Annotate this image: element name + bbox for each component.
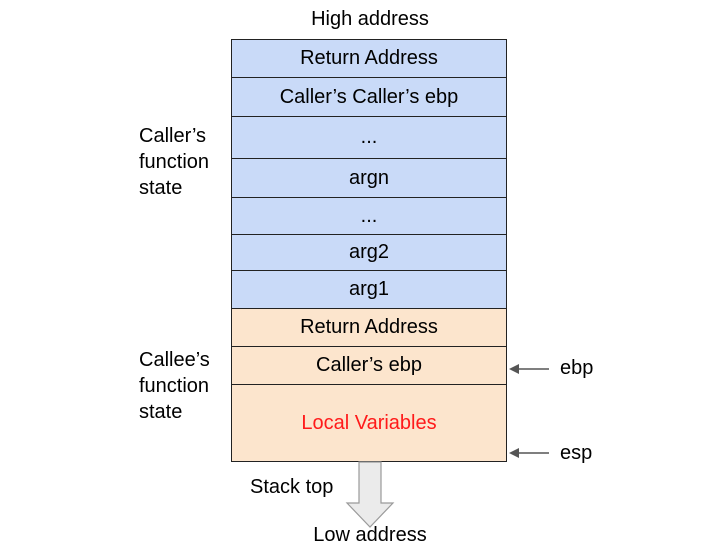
- stack-growth-arrow: [345, 461, 395, 528]
- stack-top-label: Stack top: [250, 476, 334, 498]
- callee-cell-local-variables: Local Variables: [232, 385, 506, 461]
- callee-label-line: Callee’s: [139, 349, 210, 371]
- stack-diagram: Return Address Caller’s Caller’s ebp ...…: [231, 39, 507, 462]
- caller-function-state-label: Caller’s function state: [139, 123, 209, 201]
- low-address-label: Low address: [313, 524, 427, 546]
- caller-cell-arg1: arg1: [232, 271, 506, 309]
- caller-label-line: state: [139, 177, 183, 199]
- esp-pointer-label: esp: [560, 442, 593, 464]
- caller-cell-arg2: arg2: [232, 235, 506, 271]
- callee-cell-callers-ebp: Caller’s ebp: [232, 347, 506, 385]
- callee-cell-return-address: Return Address: [232, 309, 506, 347]
- callee-function-state-label: Callee’s function state: [139, 347, 210, 425]
- callee-label-line: function: [139, 375, 210, 397]
- caller-cell-ellipsis-2: ...: [232, 198, 506, 235]
- esp-pointer-arrow: [509, 448, 549, 458]
- high-address-label: High address: [311, 8, 429, 30]
- ebp-pointer-label: ebp: [560, 357, 594, 379]
- ebp-pointer-arrow: [509, 364, 549, 374]
- caller-label-line: function: [139, 151, 210, 173]
- caller-cell-callers-caller-ebp: Caller’s Caller’s ebp: [232, 78, 506, 117]
- caller-label-line: Caller’s: [139, 125, 207, 147]
- caller-cell-return-address: Return Address: [232, 40, 506, 78]
- caller-cell-ellipsis-1: ...: [232, 117, 506, 159]
- callee-label-line: state: [139, 401, 183, 423]
- caller-cell-argn: argn: [232, 159, 506, 198]
